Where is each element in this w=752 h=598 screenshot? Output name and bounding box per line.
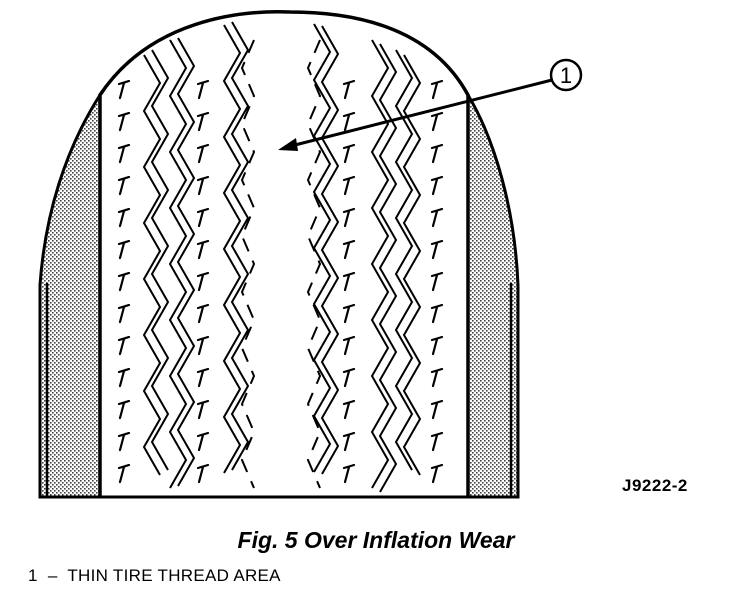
sipe-mark	[117, 463, 131, 484]
tread-outline	[98, 10, 470, 497]
legend-text: THIN TIRE THREAD AREA	[67, 566, 281, 585]
zigzag-groove-line	[222, 24, 242, 474]
legend-number: 1	[28, 566, 38, 585]
sipe-mark	[430, 175, 444, 196]
callout-arrowhead	[278, 138, 298, 151]
sipe-mark	[342, 175, 356, 196]
sipe-mark	[117, 399, 131, 420]
right-sidewall-rib	[509, 283, 520, 497]
sipe-mark	[117, 207, 131, 228]
sipe-mark	[196, 79, 210, 100]
zigzag-groove-line	[150, 49, 170, 471]
sipe-mark	[342, 335, 356, 356]
zigzag-groove-line	[378, 43, 398, 493]
sipe-mark	[117, 175, 131, 196]
sipe-mark	[117, 335, 131, 356]
zigzag-groove-line	[402, 54, 422, 476]
legend-item: 1 – THIN TIRE THREAD AREA	[28, 566, 281, 586]
sipe-mark	[117, 79, 131, 100]
sipe-mark	[196, 207, 210, 228]
sipe-mark	[430, 143, 444, 164]
sipe-mark	[117, 271, 131, 292]
zigzag-groove-line	[168, 39, 188, 489]
sipe-mark	[196, 399, 210, 420]
zigzag-groove-line	[394, 49, 414, 471]
zigzag-groove-line	[230, 21, 250, 471]
figure-id: J9222-2	[622, 476, 688, 495]
sipe-mark	[117, 143, 131, 164]
sipe-mark	[196, 303, 210, 324]
callout-number: 1	[560, 63, 572, 88]
sipe-mark	[430, 239, 444, 260]
zigzag-groove-line	[370, 39, 390, 489]
figure-caption: Fig. 5 Over Inflation Wear	[237, 527, 515, 553]
sipe-mark	[430, 111, 444, 132]
sipe-mark	[196, 271, 210, 292]
sipe-mark	[117, 303, 131, 324]
callout-circle	[549, 58, 583, 92]
sipe-mark	[196, 367, 210, 388]
sipe-mark	[342, 239, 356, 260]
tire-tread-illustration: 1	[38, 10, 583, 499]
sipe-mark	[342, 431, 356, 452]
sipe-mark	[117, 367, 131, 388]
sipe-mark	[117, 239, 131, 260]
sipe-mark	[430, 431, 444, 452]
sipe-mark	[342, 271, 356, 292]
left-shoulder-shaded	[38, 89, 102, 499]
sipe-mark	[117, 111, 131, 132]
zigzag-groove-line	[142, 54, 162, 476]
sipe-mark	[430, 79, 444, 100]
left-sidewall-rib	[38, 283, 49, 497]
center-groove-dashed	[306, 39, 322, 489]
sipe-mark	[342, 111, 356, 132]
sipe-mark	[342, 367, 356, 388]
sipe-mark	[342, 463, 356, 484]
right-shoulder-shaded	[466, 89, 520, 499]
sipe-mark	[342, 303, 356, 324]
tread-sipe-marks	[117, 79, 444, 484]
legend-separator: –	[47, 566, 58, 585]
sipe-mark	[196, 143, 210, 164]
callout-leader-line	[286, 78, 553, 149]
sipe-mark	[430, 207, 444, 228]
sipe-mark	[196, 239, 210, 260]
sipe-mark	[430, 335, 444, 356]
zigzag-groove-line	[176, 37, 196, 487]
sipe-mark	[196, 463, 210, 484]
sipe-mark	[342, 399, 356, 420]
sipe-mark	[196, 431, 210, 452]
sipe-mark	[196, 335, 210, 356]
sipe-mark	[430, 271, 444, 292]
sipe-mark	[430, 399, 444, 420]
sipe-mark	[117, 431, 131, 452]
sipe-mark	[430, 463, 444, 484]
zigzag-groove-line	[320, 25, 340, 475]
sipe-mark	[430, 367, 444, 388]
center-groove-dashed	[240, 39, 256, 489]
sipe-mark	[342, 207, 356, 228]
sipe-mark	[196, 111, 210, 132]
sipe-mark	[342, 143, 356, 164]
sipe-mark	[430, 303, 444, 324]
sipe-mark	[342, 79, 356, 100]
tread-grooves	[142, 21, 422, 493]
sipe-mark	[196, 175, 210, 196]
